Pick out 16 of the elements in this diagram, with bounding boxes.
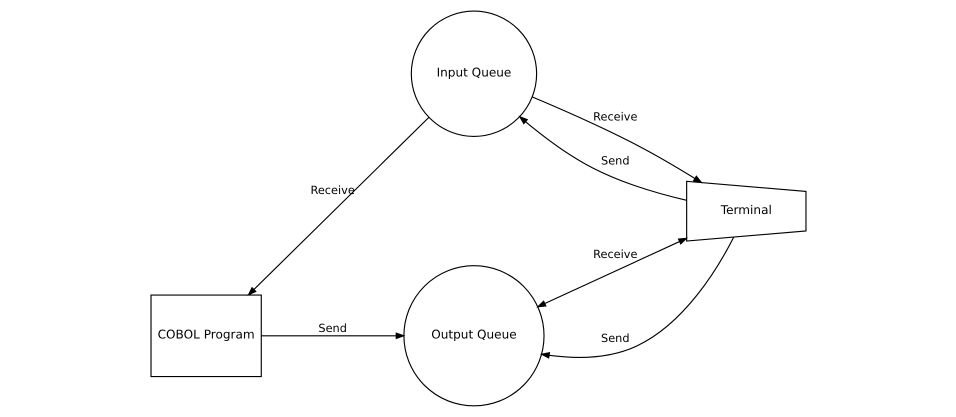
node-box: Terminal (686, 180, 806, 242)
edge-label: Send (318, 321, 346, 336)
arrow (539, 236, 734, 359)
edge-label: Receive (310, 182, 354, 197)
arrow (260, 332, 405, 340)
edge-label: Send (600, 153, 630, 168)
node-box: COBOL Program (150, 294, 262, 378)
arrow (531, 96, 702, 184)
node-circle: Input Queue (410, 10, 537, 137)
arrow (246, 116, 429, 296)
edge-label: Receive (592, 247, 637, 262)
edge-label: Send (600, 330, 630, 345)
node-circle: Output Queue (402, 265, 544, 406)
arrow (536, 238, 688, 308)
arrow (518, 116, 686, 201)
edge-label: Receive (592, 110, 637, 124)
